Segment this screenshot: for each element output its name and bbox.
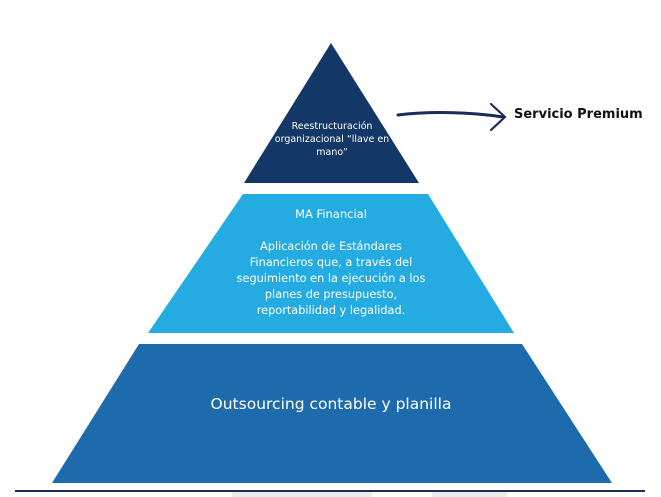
top-tier-text: Reestructuración organizacional “llave e…	[274, 121, 390, 158]
arrow-right-icon	[396, 102, 507, 132]
pyramid-tier-bottom	[52, 344, 612, 483]
pyramid-tier-top	[244, 43, 419, 183]
footer-divider	[15, 490, 645, 492]
pyramid-tier-middle	[148, 194, 514, 333]
premium-service-label: Servicio Premium	[514, 107, 643, 122]
middle-tier-body: Aplicación de Estándares Financieros que…	[236, 240, 426, 317]
footer-shade-right	[432, 492, 507, 497]
footer-shade-left	[232, 492, 372, 497]
bottom-tier-text: Outsourcing contable y planilla	[210, 395, 452, 413]
middle-tier-title: MA Financial	[295, 207, 367, 221]
